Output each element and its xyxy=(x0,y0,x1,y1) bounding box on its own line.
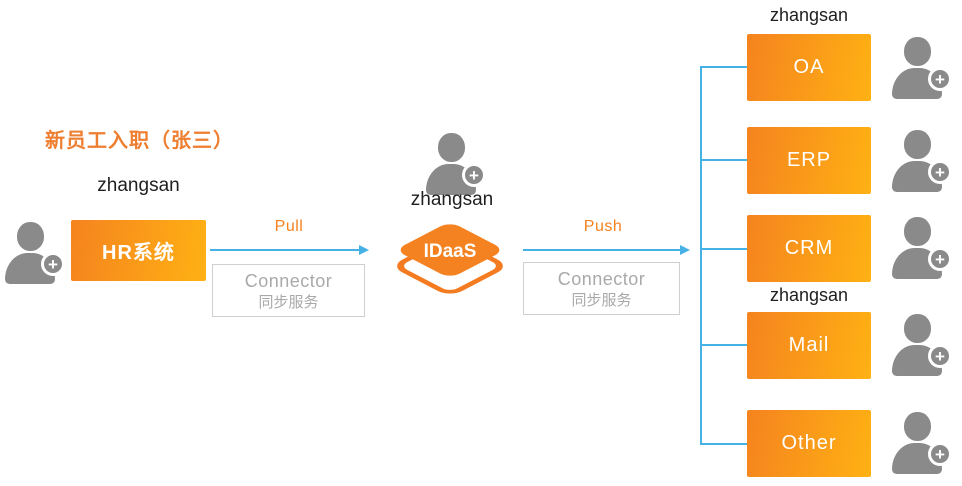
app-user-label-oa: zhangsan xyxy=(769,5,849,25)
person-add-icon-erp: + xyxy=(892,130,952,192)
app-box-label: OA xyxy=(793,56,825,78)
app-user-label-mail: zhangsan xyxy=(769,285,849,305)
idaas-logo: IDaaS xyxy=(397,224,503,294)
hr-user-label: zhangsan xyxy=(97,175,180,196)
person-add-icon-crm: + xyxy=(892,217,952,279)
idaas-user-label: zhangsan xyxy=(410,189,494,210)
plus-badge-icon: + xyxy=(928,160,952,184)
app-box-erp: ERP xyxy=(747,127,871,194)
plus-badge-icon: + xyxy=(928,67,952,91)
plus-badge-icon: + xyxy=(928,247,952,271)
fanout-trunk-line xyxy=(700,67,702,445)
person-add-icon-other: + xyxy=(892,412,952,474)
app-box-mail: Mail xyxy=(747,312,871,379)
fanout-stub-line-crm xyxy=(700,248,747,250)
fanout-stub-line-erp xyxy=(700,159,747,161)
connector-subtitle: 同步服务 xyxy=(571,292,632,309)
diagram-title: 新员工入职（张三） xyxy=(45,130,234,152)
hr-system-box: HR系统 xyxy=(71,220,206,281)
person-head-icon xyxy=(904,217,931,246)
person-head-icon xyxy=(904,37,931,66)
idaas-label: IDaaS xyxy=(424,241,477,262)
app-box-label: ERP xyxy=(786,149,832,171)
pull-label: Pull xyxy=(274,218,304,235)
app-box-label: Other xyxy=(781,432,837,454)
person-add-icon-oa: + xyxy=(892,37,952,99)
push-label: Push xyxy=(583,218,623,235)
push-arrow xyxy=(523,245,690,255)
app-box-oa: OA xyxy=(747,34,871,101)
hr-system-label: HR系统 xyxy=(102,242,175,264)
person-head-icon xyxy=(904,130,931,159)
connector-title: Connector xyxy=(244,271,333,291)
person-head-icon xyxy=(904,314,931,343)
app-box-label: CRM xyxy=(784,237,834,259)
app-box-label: Mail xyxy=(788,334,830,356)
push-connector-box: Connector 同步服务 xyxy=(523,262,680,315)
person-add-icon-idaas: + xyxy=(426,133,486,195)
connector-subtitle: 同步服务 xyxy=(258,294,319,311)
plus-badge-icon: + xyxy=(41,252,65,276)
pull-connector-box: Connector 同步服务 xyxy=(212,264,365,317)
connector-title: Connector xyxy=(557,269,646,289)
plus-badge-icon: + xyxy=(462,163,486,187)
app-box-crm: CRM xyxy=(747,215,871,282)
person-add-icon-hr: + xyxy=(5,222,65,284)
plus-badge-icon: + xyxy=(928,442,952,466)
plus-badge-icon: + xyxy=(928,344,952,368)
fanout-stub-line-oa xyxy=(700,66,747,68)
idaas-logo-filled-diamond xyxy=(400,224,500,276)
person-add-icon-mail: + xyxy=(892,314,952,376)
person-head-icon xyxy=(904,412,931,441)
pull-arrow xyxy=(210,245,369,255)
person-head-icon xyxy=(438,133,465,162)
app-box-other: Other xyxy=(747,410,871,477)
person-head-icon xyxy=(17,222,44,251)
fanout-stub-line-other xyxy=(700,443,747,445)
fanout-stub-line-mail xyxy=(700,344,747,346)
